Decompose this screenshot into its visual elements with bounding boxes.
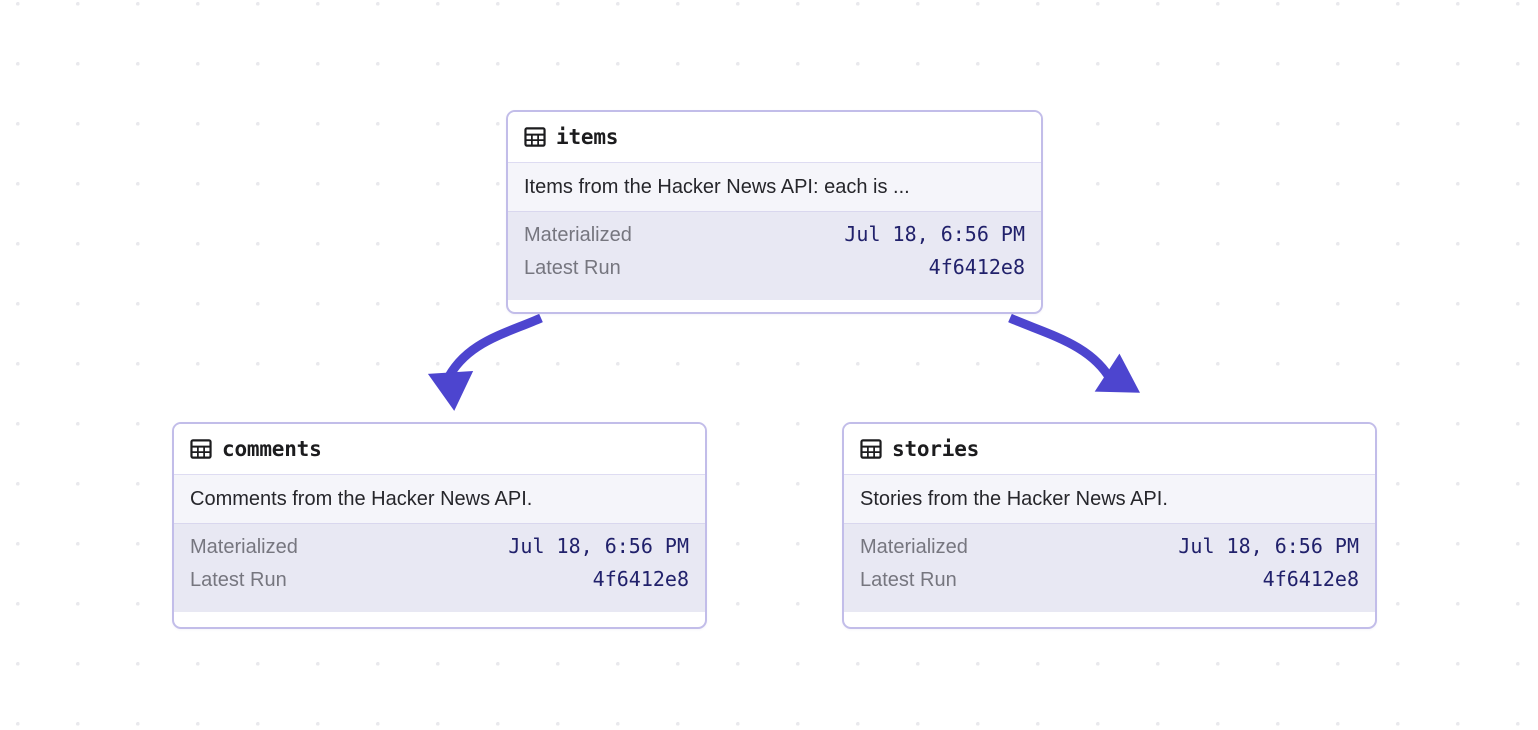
table-icon	[860, 439, 882, 459]
meta-value-materialized: Jul 18, 6:56 PM	[844, 222, 1025, 246]
node-header-items[interactable]: items	[508, 112, 1041, 163]
node-metadata-items: Materialized Jul 18, 6:56 PM Latest Run …	[508, 212, 1041, 300]
node-description-items: Items from the Hacker News API: each is …	[508, 163, 1041, 212]
node-description-stories: Stories from the Hacker News API.	[844, 475, 1375, 524]
asset-node-comments[interactable]: comments Comments from the Hacker News A…	[172, 422, 707, 629]
node-description-comments: Comments from the Hacker News API.	[174, 475, 705, 524]
node-metadata-stories: Materialized Jul 18, 6:56 PM Latest Run …	[844, 524, 1375, 612]
node-title-stories: stories	[892, 437, 980, 461]
table-icon	[524, 127, 546, 147]
edge-items-to-stories	[1008, 313, 1141, 393]
meta-row-latest-run: Latest Run 4f6412e8	[524, 255, 1025, 288]
meta-value-latest-run[interactable]: 4f6412e8	[928, 255, 1025, 279]
asset-node-items[interactable]: items Items from the Hacker News API: ea…	[506, 110, 1043, 314]
meta-value-materialized: Jul 18, 6:56 PM	[1178, 534, 1359, 558]
meta-row-materialized: Materialized Jul 18, 6:56 PM	[524, 222, 1025, 255]
meta-row-materialized: Materialized Jul 18, 6:56 PM	[860, 534, 1359, 567]
meta-label-latest-run: Latest Run	[860, 569, 957, 591]
asset-node-stories[interactable]: stories Stories from the Hacker News API…	[842, 422, 1377, 629]
node-title-comments: comments	[222, 437, 322, 461]
meta-row-latest-run: Latest Run 4f6412e8	[190, 567, 689, 600]
node-header-stories[interactable]: stories	[844, 424, 1375, 475]
node-title-items: items	[556, 125, 619, 149]
meta-value-materialized: Jul 18, 6:56 PM	[508, 534, 689, 558]
node-metadata-comments: Materialized Jul 18, 6:56 PM Latest Run …	[174, 524, 705, 612]
meta-value-latest-run[interactable]: 4f6412e8	[592, 567, 689, 591]
meta-row-latest-run: Latest Run 4f6412e8	[860, 567, 1359, 600]
meta-label-latest-run: Latest Run	[190, 569, 287, 591]
edge-items-to-comments	[427, 313, 543, 411]
meta-label-materialized: Materialized	[190, 536, 298, 558]
meta-label-latest-run: Latest Run	[524, 257, 621, 279]
meta-label-materialized: Materialized	[860, 536, 968, 558]
meta-value-latest-run[interactable]: 4f6412e8	[1262, 567, 1359, 591]
node-header-comments[interactable]: comments	[174, 424, 705, 475]
meta-row-materialized: Materialized Jul 18, 6:56 PM	[190, 534, 689, 567]
table-icon	[190, 439, 212, 459]
meta-label-materialized: Materialized	[524, 224, 632, 246]
